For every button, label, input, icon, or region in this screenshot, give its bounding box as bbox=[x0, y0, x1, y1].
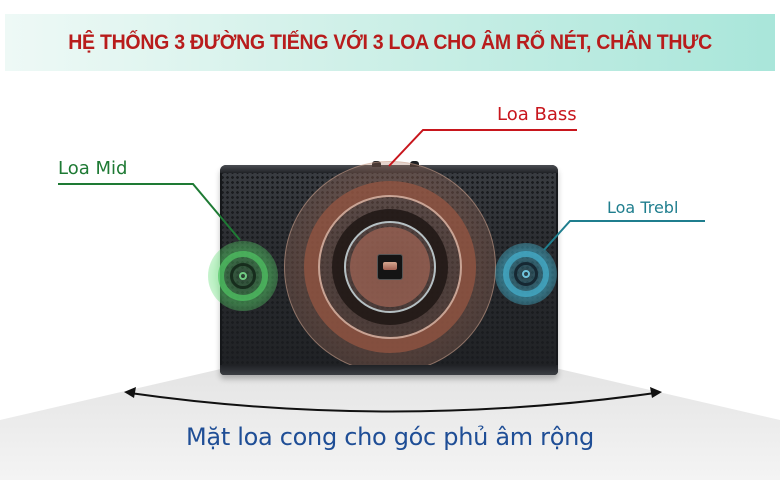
bass-callout-line bbox=[388, 129, 577, 167]
bass-driver-inner-ring bbox=[344, 221, 436, 313]
coverage-arrow-icon bbox=[124, 387, 662, 413]
karaoke-speaker bbox=[208, 161, 558, 375]
mid-speaker-label: Loa Mid bbox=[58, 158, 128, 179]
treble-callout-line bbox=[543, 220, 705, 251]
bass-speaker-label: Loa Bass bbox=[497, 104, 577, 125]
speaker-bottom-edge bbox=[220, 365, 558, 375]
banner-title: HỆ THỐNG 3 ĐƯỜNG TIẾNG VỚI 3 LOA CHO ÂM … bbox=[68, 30, 712, 54]
treble-speaker-label: Loa Trebl bbox=[607, 198, 679, 217]
treble-driver-center bbox=[522, 270, 530, 278]
treble-driver-ring bbox=[503, 251, 549, 297]
mid-driver-center bbox=[239, 272, 247, 280]
mid-driver-cone bbox=[230, 263, 256, 289]
coverage-caption: Mặt loa cong cho góc phủ âm rộng bbox=[186, 423, 594, 451]
treble-driver-cone bbox=[514, 262, 538, 286]
mid-driver-ring bbox=[218, 251, 268, 301]
header-banner: HỆ THỐNG 3 ĐƯỜNG TIẾNG VỚI 3 LOA CHO ÂM … bbox=[5, 14, 775, 71]
brand-logo-badge bbox=[377, 254, 403, 280]
bass-driver-ring bbox=[318, 195, 462, 339]
mid-callout-line bbox=[58, 183, 241, 241]
